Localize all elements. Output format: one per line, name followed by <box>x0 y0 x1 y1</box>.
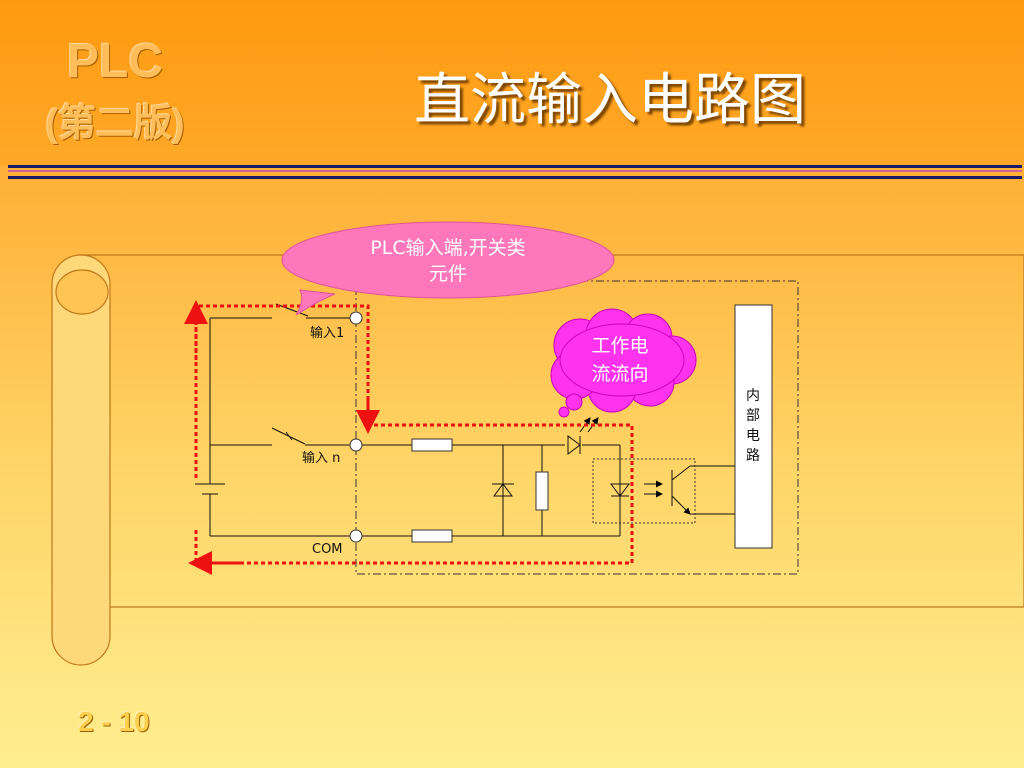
cloud-text-2: 流流向 <box>591 363 648 385</box>
optocoupler <box>592 458 696 524</box>
zener-diode <box>492 483 514 497</box>
label-com: COM <box>312 542 343 557</box>
cloud-callout-current <box>550 308 697 418</box>
terminals <box>349 311 363 543</box>
scroll-banner <box>51 254 1024 666</box>
page-number: 2 - 10 <box>78 706 150 737</box>
internal-circuit-char-1: 内 <box>746 388 760 404</box>
indicator-led <box>567 417 599 455</box>
current-path <box>184 300 634 575</box>
internal-circuit-char-2: 部 <box>746 408 760 424</box>
label-input-1: 输入1 <box>310 325 344 341</box>
slide-header <box>0 0 1024 165</box>
callout-plc-input <box>281 221 615 316</box>
internal-circuit-char-4: 路 <box>746 448 760 464</box>
internal-circuit-char-3: 电 <box>746 428 760 444</box>
cloud-text-1: 工作电 <box>591 335 648 357</box>
logo-edition: (第二版) <box>45 103 185 145</box>
header-rule-bottom <box>8 176 1022 179</box>
circuit-wiring <box>195 303 735 537</box>
logo-plc: PLC <box>67 35 163 88</box>
header-rule-top <box>8 165 1022 168</box>
callout-plc-text-2: 元件 <box>429 263 467 285</box>
internal-circuit-box <box>734 304 773 549</box>
slide-title: 直流输入电路图 <box>414 68 806 133</box>
header-rule-middle <box>8 170 1022 172</box>
label-input-n: 输入 n <box>302 450 340 466</box>
resistors <box>411 438 549 543</box>
callout-plc-text-1: PLC输入端,开关类 <box>370 237 525 259</box>
